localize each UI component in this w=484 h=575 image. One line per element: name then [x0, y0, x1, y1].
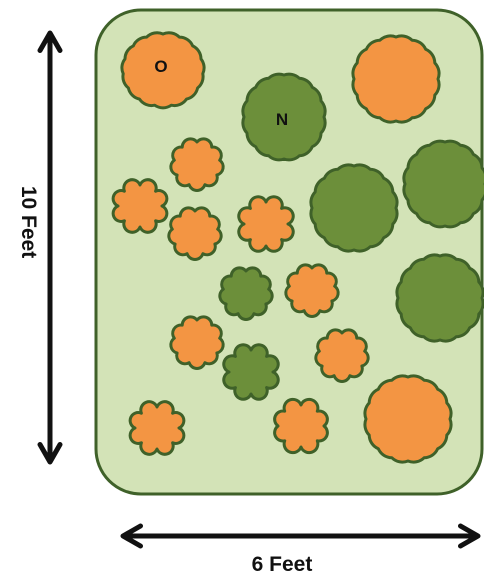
orange-bush: [351, 34, 441, 124]
orange-bush: [128, 400, 186, 456]
orange-bush: [237, 195, 295, 253]
green-bush: [402, 139, 484, 229]
orange-bush: [273, 397, 329, 455]
green-bush: [395, 253, 484, 343]
bush-group: [111, 31, 484, 464]
garden-plot: [94, 8, 484, 496]
green-bush: [309, 163, 399, 253]
orange-bush-label: O: [154, 57, 167, 76]
orange-bush: [167, 206, 223, 261]
orange-bush: [120, 31, 206, 110]
orange-bush: [169, 137, 225, 192]
orange-bush: [314, 328, 370, 383]
green-bush: [241, 72, 327, 162]
orange-bush: [284, 263, 340, 318]
green-bush: [222, 343, 280, 401]
orange-bush: [169, 315, 225, 370]
width-label: 6 Feet: [252, 553, 313, 575]
green-bush-label: N: [276, 110, 288, 129]
orange-bush: [363, 374, 453, 464]
height-label: 10 Feet: [17, 186, 40, 258]
green-bush: [218, 266, 274, 321]
orange-bush: [111, 178, 169, 234]
